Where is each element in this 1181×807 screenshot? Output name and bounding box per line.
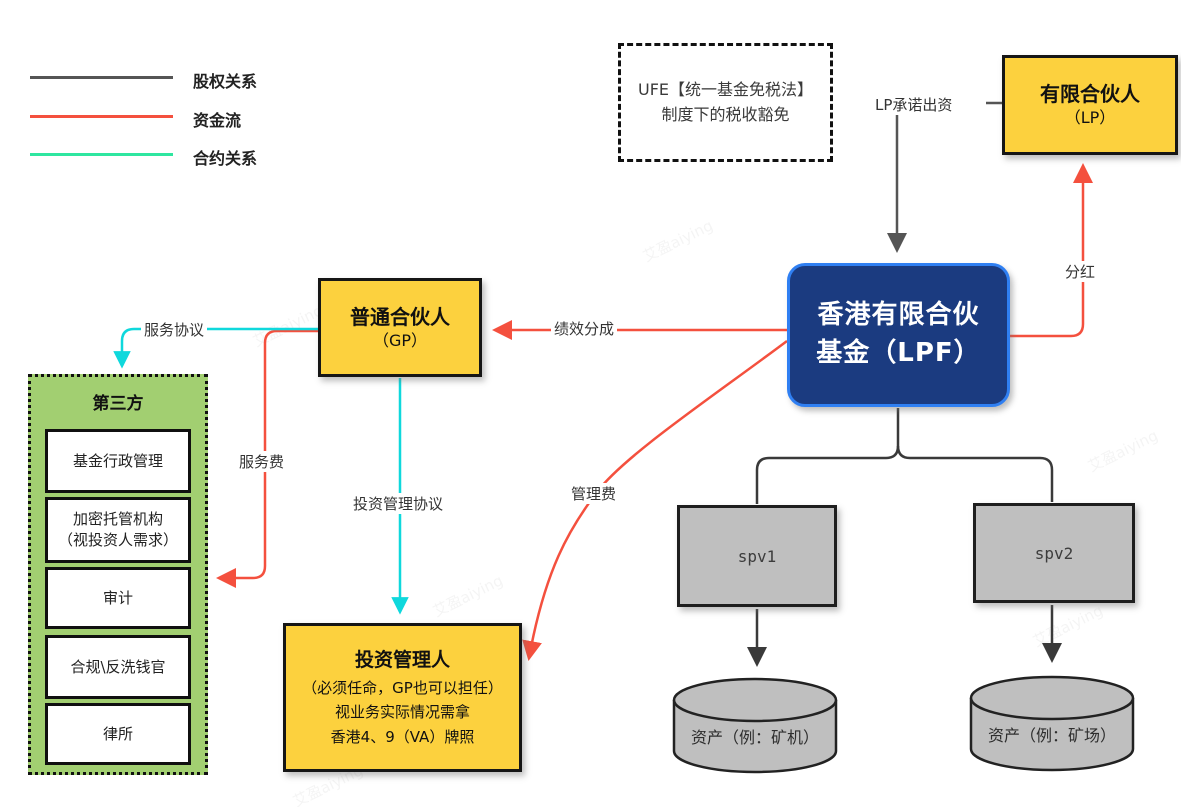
gp-subtitle: （GP）	[372, 330, 428, 350]
lp-subtitle: （LP）	[1064, 108, 1116, 128]
manager-line2: （必须任命，GP也可以担任）	[302, 678, 503, 697]
edge-label-perf-share: 绩效分成	[551, 318, 618, 339]
legend-capital-line	[30, 115, 173, 118]
legend-contract-line	[30, 153, 173, 156]
ufe-note-line1: UFE【统一基金免税法】	[637, 79, 814, 99]
edge-label-service-fee: 服务费	[236, 451, 288, 472]
lp-title: 有限合伙人	[1040, 82, 1140, 107]
asset2-label: 资产（例：矿场）	[987, 726, 1116, 745]
edge-dividend-line	[1010, 163, 1093, 338]
legend-capital-label: 资金流	[193, 111, 242, 130]
node-spv1: spv1	[677, 505, 837, 607]
ufe-note-box: UFE【统一基金免税法】 制度下的税收豁免	[618, 43, 833, 162]
manager-title: 投资管理人	[354, 649, 450, 672]
edge-label-mgmt-fee: 管理费	[568, 483, 620, 504]
edge-label-lp-commit: LP承诺出资	[872, 94, 956, 115]
node-lpf: 香港有限合伙 基金（LPF）	[787, 263, 1010, 407]
third-party-title: 第三方	[92, 394, 144, 414]
ufe-note-line2: 制度下的税收豁免	[661, 104, 790, 124]
third-party-item-compliance-aml: 合规\反洗钱官	[45, 635, 191, 699]
third-party-group: 第三方 基金行政管理 加密托管机构 （视投资人需求） 审计 合规\反洗钱官 律所	[28, 374, 208, 775]
edge-label-mgmt-agreement: 投资管理协议	[350, 493, 447, 514]
node-spv2: spv2	[973, 503, 1135, 603]
third-party-item-fund-admin: 基金行政管理	[45, 429, 191, 493]
third-party-item-custodian: 加密托管机构 （视投资人需求）	[45, 497, 191, 563]
legend-contract-label: 合约关系	[193, 149, 258, 168]
legend-equity-line	[30, 76, 173, 79]
edge-label-service-agreement: 服务协议	[141, 319, 208, 340]
manager-line3: 视业务实际情况需拿	[334, 703, 470, 722]
edge-lpf-spv-branch	[747, 408, 1062, 667]
third-party-item-audit: 审计	[45, 567, 191, 629]
edge-lp-commit-line	[887, 101, 1002, 253]
edge-service-agreement-line	[113, 327, 318, 369]
lpf-line1: 香港有限合伙	[817, 300, 980, 331]
node-lp: 有限合伙人 （LP）	[1002, 55, 1178, 155]
manager-line4: 香港4、9（VA）牌照	[330, 728, 475, 747]
edge-label-dividend: 分红	[1062, 261, 1099, 282]
asset2-cylinder	[969, 675, 1135, 772]
lpf-line2: 基金（LPF）	[816, 338, 981, 368]
gp-title: 普通合伙人	[350, 304, 450, 329]
third-party-item-law-firm: 律所	[45, 703, 191, 765]
legend-equity-label: 股权关系	[193, 72, 258, 91]
asset1-label: 资产（例：矿机）	[690, 728, 819, 747]
node-investment-manager: 投资管理人 （必须任命，GP也可以担任） 视业务实际情况需拿 香港4、9（VA）…	[283, 623, 522, 772]
node-gp: 普通合伙人 （GP）	[318, 278, 482, 377]
asset1-cylinder	[672, 677, 838, 774]
